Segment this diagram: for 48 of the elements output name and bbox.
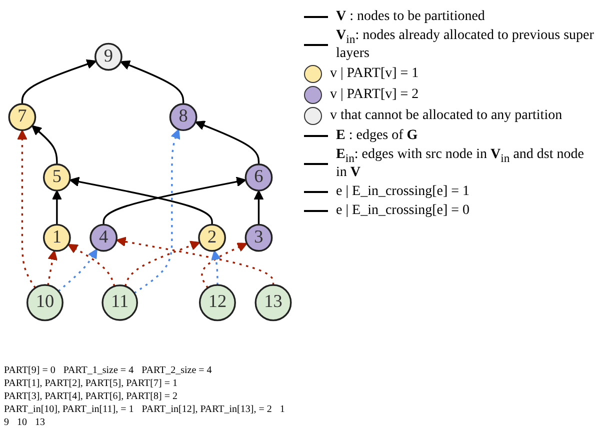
annotation-text: PART[9] = 0 — [4, 365, 56, 376]
legend-text: v that cannot be allocated to any partition — [330, 108, 562, 124]
legend-text: E : edges of G — [336, 128, 418, 144]
node-circle: 5 — [42, 163, 71, 192]
arrow — [32, 125, 58, 164]
node-circle: 10 — [26, 284, 64, 321]
node-circle: 13 — [254, 284, 292, 321]
node-circle: 7 — [8, 102, 36, 131]
arrow — [102, 176, 246, 224]
legend-text: e | E_in_crossing[e] = 0 — [336, 202, 470, 219]
arrow — [211, 250, 221, 285]
arrow — [69, 176, 213, 224]
arrow — [134, 128, 180, 294]
node-circle: 2 — [198, 224, 226, 252]
arrow — [17, 130, 36, 288]
annotation-text: 10 — [17, 417, 27, 428]
arrow — [21, 59, 97, 104]
annotation-text: PART[3], PART[4], PART[6], PART[8] = 2 — [4, 391, 178, 402]
node-circle: 11 — [102, 284, 138, 321]
arrow — [120, 60, 184, 104]
arrow — [58, 248, 98, 292]
arrow — [201, 242, 248, 288]
arrow — [124, 240, 200, 286]
annotation-text: PART_2_size = 4 — [142, 365, 212, 376]
annotation-text: 9 — [4, 417, 9, 428]
annotation-text: PART_in[10], PART_in[11], = 1 — [4, 404, 134, 415]
legend-text: V : nodes to be partitioned — [336, 9, 485, 25]
node-circle: 12 — [198, 284, 236, 321]
annotation-text: PART[1], PART[2], PART[5], PART[7] = 1 — [4, 378, 178, 389]
arrow — [116, 236, 274, 285]
legend-text: v | PART[v] = 2 — [330, 86, 419, 103]
annotation-text: 1 — [280, 404, 285, 415]
arrow — [195, 120, 260, 164]
node-circle: 6 — [244, 163, 273, 192]
node-circle: 3 — [244, 224, 273, 252]
arrow — [254, 190, 264, 224]
arrow — [52, 190, 62, 224]
legend-text: v | PART[v] = 1 — [330, 66, 419, 82]
node-circle: 9 — [94, 42, 122, 70]
node-circle: 8 — [169, 102, 198, 131]
annotation-text: PART_in[12], PART_in[13], = 2 — [142, 404, 272, 415]
annotation-text: PART_1_size = 4 — [63, 365, 134, 376]
arrow — [47, 250, 58, 286]
legend-text: e | E_in_crossing[e] = 1 — [336, 184, 470, 200]
arrow — [68, 244, 116, 286]
node-circle: 1 — [42, 224, 71, 252]
annotation-text: 13 — [35, 417, 45, 428]
node-circle: 4 — [90, 224, 118, 252]
